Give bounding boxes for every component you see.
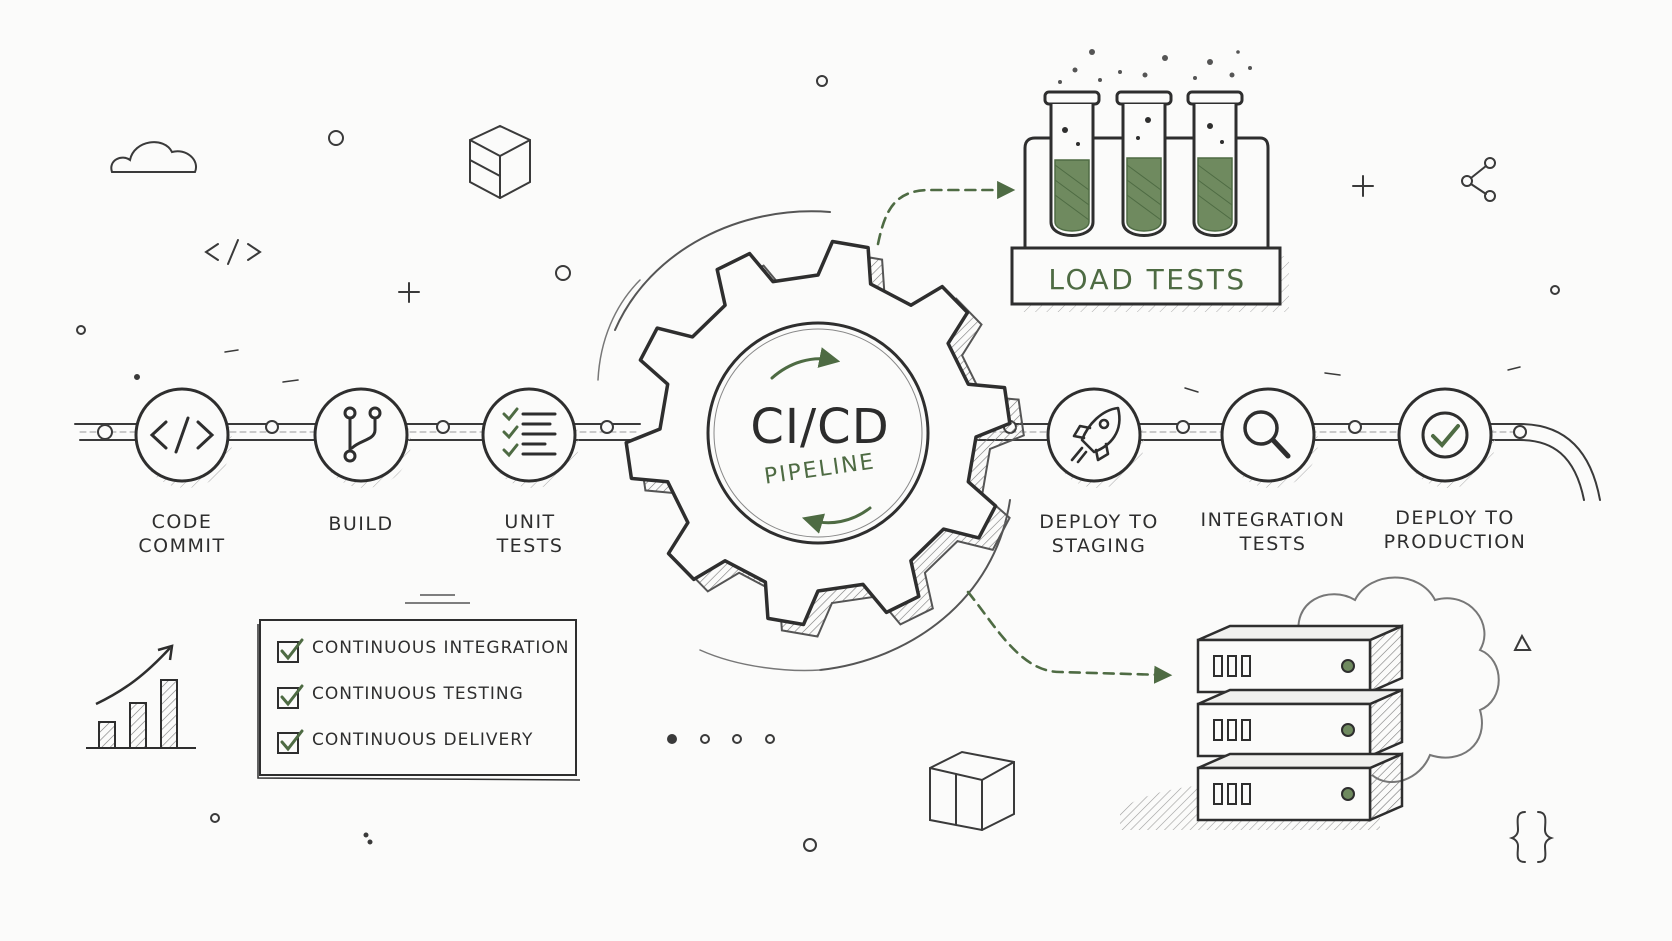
test-tube-icon bbox=[1186, 90, 1244, 237]
circle-dot bbox=[816, 75, 828, 87]
checkbox-icon bbox=[277, 684, 304, 709]
server-unit bbox=[1196, 688, 1404, 758]
stage-label-line: CODE bbox=[151, 511, 213, 533]
center-title: CI/CD bbox=[750, 399, 890, 455]
stage-label-line: BUILD bbox=[328, 513, 394, 535]
benefit-item: CONTINUOUS INTEGRATION bbox=[312, 638, 570, 658]
stage-label-line: DEPLOY TO bbox=[1039, 511, 1159, 533]
growth-chart-icon bbox=[86, 644, 196, 749]
plus-icon bbox=[1352, 175, 1374, 197]
stage-build bbox=[313, 387, 411, 488]
circle-dot bbox=[210, 813, 220, 823]
git-branch-icon bbox=[343, 406, 382, 463]
stage-label-line: INTEGRATION bbox=[1200, 509, 1346, 531]
stage-label-line: UNIT bbox=[504, 511, 556, 533]
load-tests-rack bbox=[1010, 49, 1289, 312]
brace-icon bbox=[1508, 811, 1555, 863]
stage-integration-tests bbox=[1220, 387, 1318, 488]
test-tube-icon bbox=[1043, 90, 1101, 237]
stage-code-commit bbox=[134, 387, 232, 488]
leaf-dot bbox=[555, 265, 571, 281]
stage-label-integration-tests: INTEGRATION TESTS bbox=[1183, 508, 1363, 556]
code-icon bbox=[149, 416, 215, 454]
checklist-icon bbox=[502, 407, 557, 458]
stage-label-line: COMMIT bbox=[138, 535, 226, 557]
dot-row bbox=[667, 734, 775, 744]
check-circle-icon bbox=[1421, 411, 1469, 459]
server-unit bbox=[1196, 624, 1404, 694]
stage-label-line: TESTS bbox=[1239, 533, 1307, 555]
stage-label-deploy-production: DEPLOY TO PRODUCTION bbox=[1360, 506, 1550, 554]
stage-deploy-production bbox=[1397, 387, 1495, 488]
stage-unit-tests bbox=[481, 387, 579, 488]
magnifier-icon bbox=[1243, 410, 1291, 459]
checkbox-icon bbox=[277, 729, 304, 754]
stage-label-deploy-staging: DEPLOY TO STAGING bbox=[1014, 510, 1184, 558]
benefit-item: CONTINUOUS TESTING bbox=[312, 684, 524, 704]
load-tests-label: LOAD TESTS bbox=[1048, 263, 1247, 296]
stage-label-line: DEPLOY TO bbox=[1395, 507, 1515, 529]
share-icon bbox=[1461, 157, 1496, 202]
cloud-icon bbox=[110, 141, 198, 173]
benefit-item: CONTINUOUS DELIVERY bbox=[312, 730, 534, 750]
stage-deploy-staging bbox=[1046, 387, 1144, 488]
rocket-icon bbox=[1070, 406, 1121, 464]
stage-label-code-commit: CODE COMMIT bbox=[112, 510, 252, 558]
server-stack bbox=[1120, 576, 1500, 830]
leaf-dot bbox=[328, 130, 344, 146]
circle-dot bbox=[803, 838, 817, 852]
cube-icon bbox=[929, 750, 1015, 832]
stage-label-line: STAGING bbox=[1051, 535, 1147, 557]
checkbox-icon bbox=[277, 638, 304, 663]
decorations bbox=[76, 75, 1560, 863]
central-gear bbox=[597, 210, 1025, 672]
flow-arrows bbox=[876, 180, 1173, 684]
test-tube-icon bbox=[1115, 90, 1173, 237]
bubbles bbox=[1058, 49, 1252, 84]
circle-dot bbox=[1550, 285, 1560, 295]
load-tests-plaque bbox=[1010, 246, 1282, 306]
circle-dot bbox=[76, 325, 86, 335]
stage-label-unit-tests: UNIT TESTS bbox=[460, 510, 600, 558]
benefits-card bbox=[257, 594, 581, 781]
triangle-icon bbox=[1513, 633, 1532, 651]
code-tag-icon bbox=[204, 239, 262, 265]
plus-icon bbox=[398, 282, 420, 303]
cube-icon bbox=[469, 124, 531, 200]
stage-label-line: TESTS bbox=[496, 535, 564, 557]
server-unit bbox=[1196, 752, 1404, 822]
stage-label-build: BUILD bbox=[291, 512, 431, 536]
stage-label-line: PRODUCTION bbox=[1383, 531, 1527, 553]
